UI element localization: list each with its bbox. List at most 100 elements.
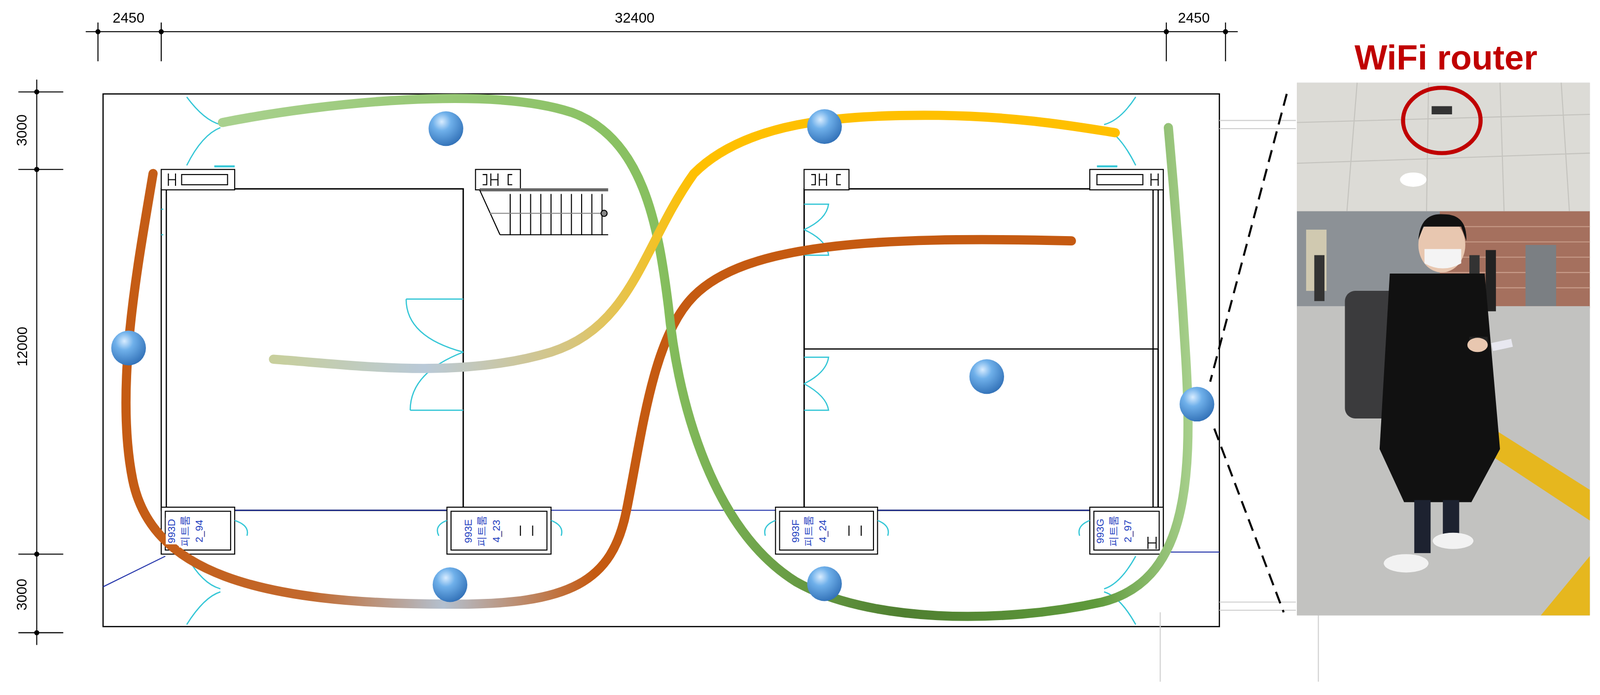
- room-name: 피트룸: [476, 514, 488, 547]
- door-swings: [161, 208, 164, 235]
- dimension-ticks: [34, 29, 1228, 636]
- photo: [1314, 255, 1325, 302]
- stairs: [479, 189, 609, 235]
- zoom-lines: [1210, 94, 1287, 613]
- router-spheres: [111, 109, 1215, 603]
- photo: [1540, 556, 1590, 616]
- photo: [1296, 82, 1590, 616]
- dimension-lines: [35, 79, 37, 646]
- dimension-lines: [18, 632, 64, 634]
- room-code: 993G: [1094, 517, 1106, 545]
- photo: [1414, 499, 1431, 554]
- door-swings: [1096, 165, 1117, 168]
- fixture-boxes: [482, 173, 513, 186]
- fixture-boxes: [181, 174, 228, 185]
- walls: [1162, 188, 1164, 557]
- walls: [166, 188, 463, 511]
- fixture-boxes: [168, 173, 176, 186]
- stairs: [479, 189, 500, 235]
- dimension-ticks: [1222, 29, 1228, 35]
- stairs: [600, 210, 607, 217]
- right-side-lines: [1219, 609, 1296, 611]
- photo: [1399, 172, 1427, 187]
- photo: [1296, 82, 1590, 212]
- green-trajectory: [222, 98, 1188, 617]
- wall-blue-lines: [161, 509, 1164, 511]
- dimension-value: 3000: [14, 113, 31, 148]
- photo: [1485, 249, 1496, 312]
- elevator-boxes: [165, 511, 231, 551]
- wall-blue-lines: [103, 556, 166, 587]
- dimension-lines: [1165, 22, 1167, 62]
- elevator-boxes: [1089, 507, 1164, 555]
- fixture-boxes: [803, 169, 849, 190]
- dimension-lines: [1224, 22, 1226, 62]
- dimension-lines: [18, 553, 64, 555]
- photo: [1296, 82, 1590, 616]
- router-spheres: [806, 566, 842, 601]
- dimension-lines: [18, 169, 64, 171]
- right-side-lines: [1219, 601, 1296, 603]
- fixture-boxes: [1150, 173, 1158, 186]
- door-swings: [1104, 556, 1136, 589]
- door-swings: [234, 520, 1090, 536]
- zoom-lines: [1214, 428, 1284, 613]
- router-spheres: [806, 109, 842, 144]
- orange-trajectory: [125, 173, 1072, 605]
- photo: [1383, 554, 1429, 573]
- router-spheres: [1179, 386, 1215, 422]
- door-swings: [161, 97, 1136, 625]
- wall-blue-lines: [1163, 551, 1220, 553]
- photo: [1491, 338, 1513, 351]
- dimension-ticks: [1163, 29, 1169, 35]
- router-spheres: [428, 111, 463, 146]
- door-swings: [410, 351, 464, 411]
- room-area: 4_24: [816, 518, 829, 543]
- right-side-lines: [1219, 128, 1296, 130]
- door-swings: [1104, 97, 1136, 125]
- photo: [1525, 244, 1557, 307]
- room-area: 2_97: [1121, 518, 1134, 543]
- router-spheres: [111, 330, 146, 366]
- stairs: [489, 212, 605, 214]
- dimension-ticks: [158, 29, 164, 35]
- room-name: 피트룸: [802, 514, 814, 547]
- room-area: 2_94: [193, 518, 205, 543]
- fixture-boxes: [475, 169, 521, 190]
- door-swings: [406, 299, 464, 353]
- dimension-value: 2450: [1177, 10, 1212, 27]
- photo: [1432, 532, 1474, 550]
- dimension-ticks: [34, 89, 39, 95]
- door-swings: [186, 127, 221, 166]
- photo: [1379, 273, 1500, 503]
- dimension-value: 32400: [613, 10, 656, 27]
- dimension-lines: [97, 22, 99, 62]
- room-area: 4_23: [490, 518, 502, 543]
- dimension-ticks: [34, 629, 39, 635]
- room-code: 993D: [165, 517, 177, 545]
- yellow-trajectory: [273, 115, 1116, 369]
- fixture-boxes: [161, 169, 1164, 190]
- photo: [1424, 248, 1462, 269]
- zoom-lines: [1210, 94, 1287, 383]
- dimension-ticks: [95, 29, 101, 35]
- fixture-boxes: [161, 169, 235, 190]
- walls: [103, 94, 1220, 627]
- room-name: 피트룸: [1107, 514, 1119, 547]
- door-swings: [214, 165, 235, 168]
- right-side-lines: [1219, 119, 1296, 121]
- elevator-boxes: [779, 511, 874, 551]
- dimension-lines: [160, 22, 162, 62]
- walls: [103, 94, 1220, 627]
- walls: [161, 188, 464, 511]
- door-swings: [803, 357, 829, 384]
- room-name: 피트룸: [178, 514, 191, 547]
- door-swings: [186, 97, 221, 125]
- walls: [803, 348, 1158, 350]
- door-swings: [803, 204, 829, 230]
- dimension-value: 3000: [14, 578, 31, 613]
- dimension-lines: [85, 31, 1238, 33]
- photo: [1296, 82, 1590, 212]
